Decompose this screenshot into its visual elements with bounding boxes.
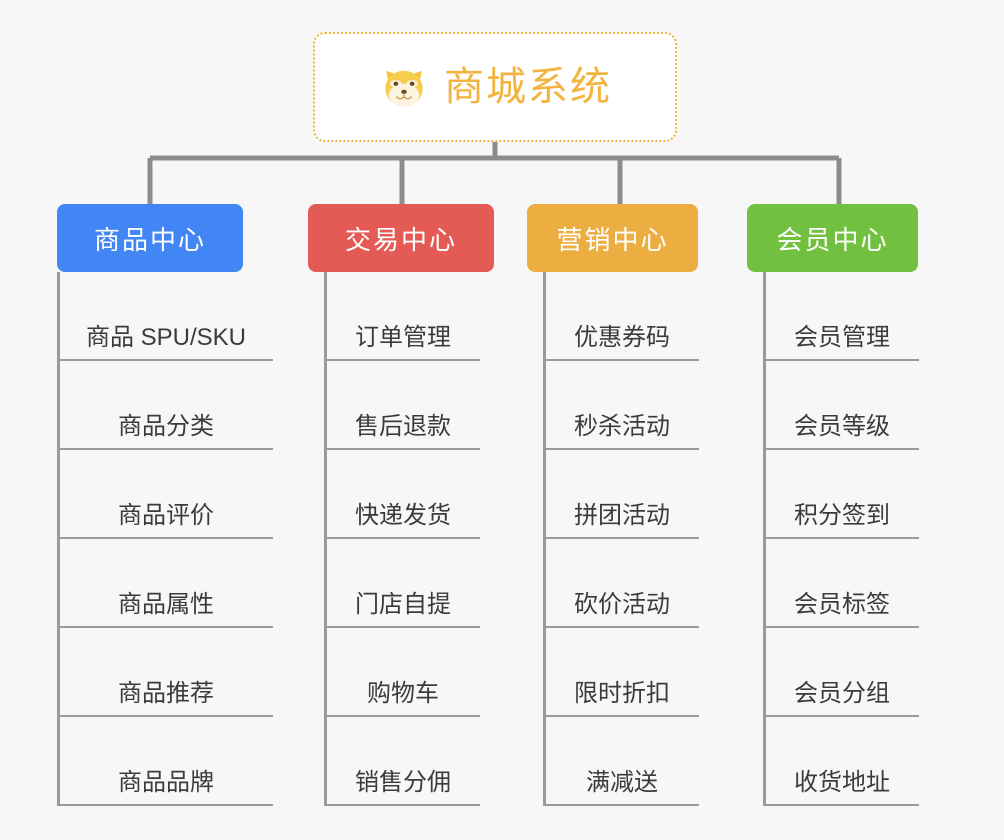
leaf-label: 商品 SPU/SKU bbox=[85, 323, 247, 351]
leaf-item[interactable]: 会员管理 bbox=[765, 272, 919, 361]
leaf-label: 商品评价 bbox=[118, 501, 214, 529]
branch-营销中心: 营销中心 优惠券码 秒杀活动 拼团活动 砍价活动 限时折扣 满减送 bbox=[527, 204, 733, 806]
leaf-item[interactable]: 门店自提 bbox=[326, 539, 480, 628]
leaf-item[interactable]: 限时折扣 bbox=[545, 628, 699, 717]
leaf-item[interactable]: 商品品牌 bbox=[59, 717, 273, 806]
leaf-label: 秒杀活动 bbox=[574, 412, 670, 440]
leaf-spine-0 bbox=[57, 272, 60, 806]
leaf-label: 会员等级 bbox=[794, 412, 890, 440]
shiba-dog-face-icon bbox=[385, 70, 423, 109]
leaf-list-2: 优惠券码 秒杀活动 拼团活动 砍价活动 限时折扣 满减送 bbox=[543, 272, 733, 806]
leaf-label: 商品品牌 bbox=[118, 768, 214, 796]
leaf-label: 售后退款 bbox=[355, 412, 451, 440]
leaf-item[interactable]: 满减送 bbox=[545, 717, 699, 806]
leaf-item[interactable]: 优惠券码 bbox=[545, 272, 699, 361]
leaf-item[interactable]: 销售分佣 bbox=[326, 717, 480, 806]
leaf-item[interactable]: 快递发货 bbox=[326, 450, 480, 539]
leaf-spine-1 bbox=[324, 272, 327, 806]
leaf-spine-3 bbox=[763, 272, 766, 806]
leaf-label: 商品属性 bbox=[118, 590, 214, 618]
leaf-label: 拼团活动 bbox=[574, 501, 670, 529]
leaf-item[interactable]: 秒杀活动 bbox=[545, 361, 699, 450]
leaf-item[interactable]: 会员标签 bbox=[765, 539, 919, 628]
leaf-item[interactable]: 砍价活动 bbox=[545, 539, 699, 628]
leaf-label: 商品推荐 bbox=[118, 679, 214, 707]
leaf-label: 订单管理 bbox=[355, 323, 451, 351]
leaf-list-0: 商品 SPU/SKU 商品分类 商品评价 商品属性 商品推荐 商品品牌 bbox=[57, 272, 273, 806]
leaf-list-1: 订单管理 售后退款 快递发货 门店自提 购物车 销售分佣 bbox=[324, 272, 514, 806]
leaf-label: 快递发货 bbox=[355, 501, 451, 529]
leaf-label: 限时折扣 bbox=[574, 679, 670, 707]
leaf-spine-2 bbox=[543, 272, 546, 806]
leaf-label: 满减送 bbox=[586, 768, 658, 796]
leaf-item[interactable]: 会员等级 bbox=[765, 361, 919, 450]
leaf-item[interactable]: 订单管理 bbox=[326, 272, 480, 361]
category-box-3[interactable]: 会员中心 bbox=[747, 204, 918, 272]
leaf-item[interactable]: 商品推荐 bbox=[59, 628, 273, 717]
leaf-item[interactable]: 购物车 bbox=[326, 628, 480, 717]
leaf-label: 销售分佣 bbox=[355, 768, 451, 796]
branch-会员中心: 会员中心 会员管理 会员等级 积分签到 会员标签 会员分组 收货地址 bbox=[747, 204, 953, 806]
leaf-item[interactable]: 商品属性 bbox=[59, 539, 273, 628]
leaf-item[interactable]: 商品分类 bbox=[59, 361, 273, 450]
category-label-3: 会员中心 bbox=[776, 224, 889, 255]
leaf-item[interactable]: 售后退款 bbox=[326, 361, 480, 450]
leaf-label: 门店自提 bbox=[355, 590, 451, 618]
category-box-1[interactable]: 交易中心 bbox=[308, 204, 494, 272]
leaf-label: 会员管理 bbox=[794, 323, 890, 351]
root-title: 商城系统 bbox=[444, 65, 612, 109]
leaf-list-3: 会员管理 会员等级 积分签到 会员标签 会员分组 收货地址 bbox=[763, 272, 953, 806]
branch-商品中心: 商品中心 商品 SPU/SKU 商品分类 商品评价 商品属性 商品推荐 商品品牌 bbox=[57, 204, 273, 806]
branch-交易中心: 交易中心 订单管理 售后退款 快递发货 门店自提 购物车 销售分佣 bbox=[308, 204, 514, 806]
leaf-item[interactable]: 商品 SPU/SKU bbox=[59, 272, 273, 361]
leaf-label: 收货地址 bbox=[794, 768, 890, 796]
leaf-label: 会员标签 bbox=[794, 590, 890, 618]
leaf-label: 积分签到 bbox=[794, 501, 890, 529]
leaf-item[interactable]: 会员分组 bbox=[765, 628, 919, 717]
leaf-item[interactable]: 积分签到 bbox=[765, 450, 919, 539]
leaf-label: 砍价活动 bbox=[574, 590, 670, 618]
category-box-0[interactable]: 商品中心 bbox=[57, 204, 243, 272]
category-label-1: 交易中心 bbox=[344, 224, 457, 255]
root-node[interactable]: 商城系统 bbox=[313, 32, 677, 142]
category-label-2: 营销中心 bbox=[556, 224, 669, 255]
category-label-0: 商品中心 bbox=[93, 224, 206, 255]
leaf-item[interactable]: 拼团活动 bbox=[545, 450, 699, 539]
leaf-item[interactable]: 商品评价 bbox=[59, 450, 273, 539]
leaf-label: 优惠券码 bbox=[574, 323, 670, 351]
leaf-label: 商品分类 bbox=[118, 412, 214, 440]
leaf-item[interactable]: 收货地址 bbox=[765, 717, 919, 806]
leaf-label: 会员分组 bbox=[794, 679, 890, 707]
leaf-label: 购物车 bbox=[367, 679, 439, 707]
category-box-2[interactable]: 营销中心 bbox=[527, 204, 698, 272]
